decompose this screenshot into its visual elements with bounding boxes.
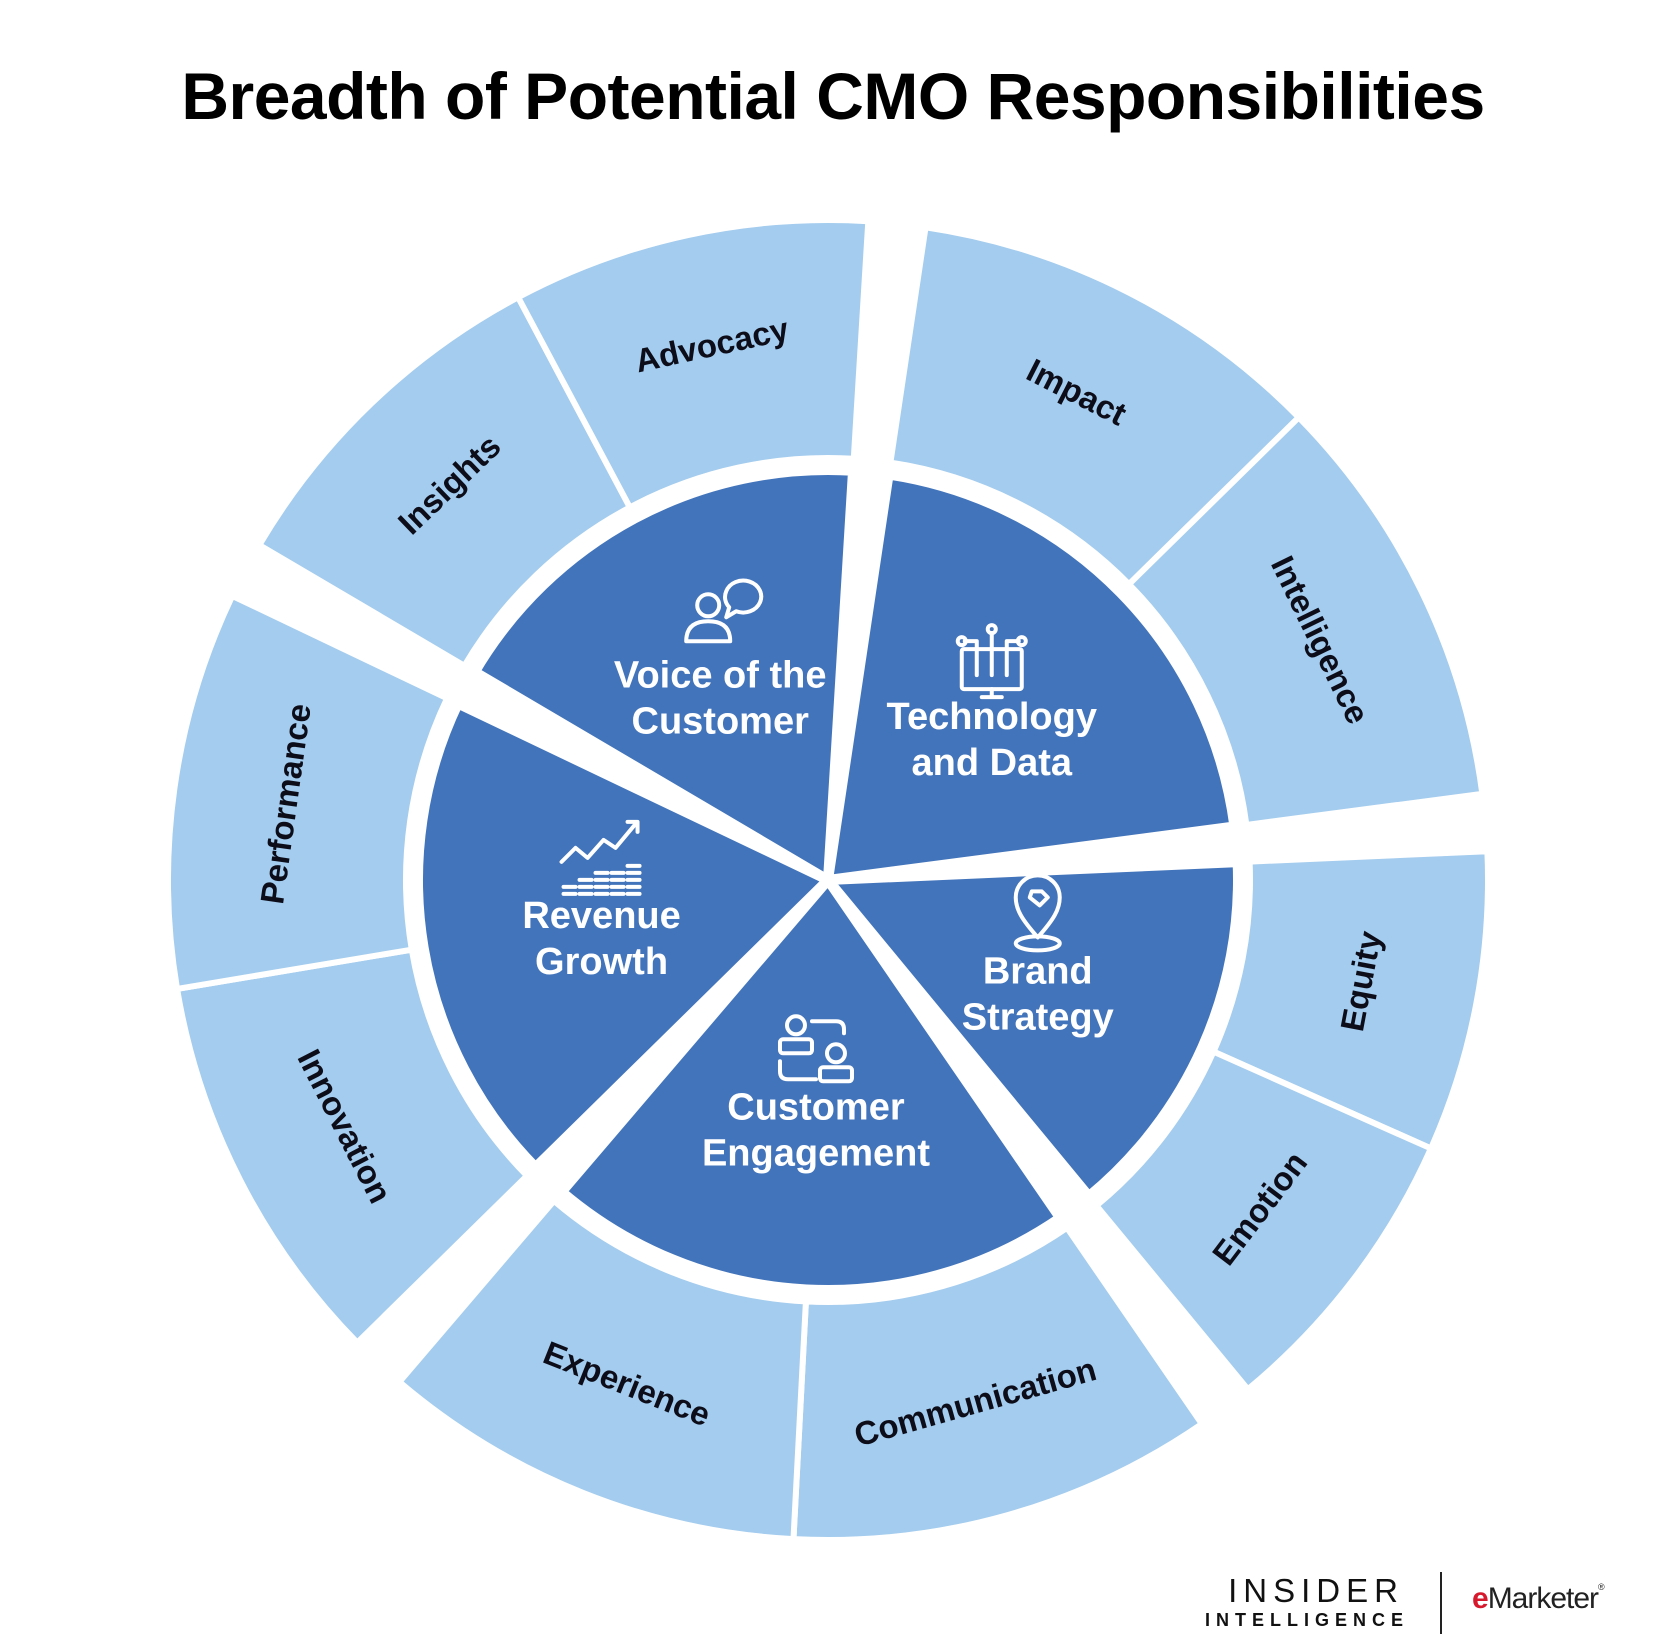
logo-divider	[1440, 1572, 1442, 1634]
outer-cell	[396, 1197, 809, 1543]
outer-cell	[165, 592, 451, 992]
computer-circuit-icon	[955, 623, 1028, 700]
inner-wedge-2	[817, 856, 1243, 1204]
inner-wedge-0	[467, 465, 859, 889]
outer-cell	[515, 217, 872, 511]
inner-wedge-4	[413, 696, 837, 1175]
outer-cell	[1093, 1048, 1434, 1393]
insider-intelligence-logo-top: INSIDER	[1228, 1572, 1404, 1609]
outer-ring: InsightsAdvocacyImpactIntelligenceEquity…	[165, 217, 1491, 1543]
growth-chart-icon	[559, 819, 642, 896]
page-title: Breadth of Potential CMO Responsibilitie…	[181, 59, 1485, 133]
insider-intelligence-logo-bottom: INTELLIGENCE	[1204, 1610, 1409, 1630]
emarketer-logo: eMarketer®	[1472, 1582, 1605, 1616]
inner-wedge-3	[554, 871, 1068, 1295]
emarketer-reg: ®	[1598, 1582, 1605, 1592]
inner-wedge-1	[822, 468, 1241, 886]
outer-cell	[1125, 414, 1486, 828]
location-tag-icon	[1013, 873, 1062, 953]
emarketer-text: Marketer	[1487, 1582, 1599, 1615]
people-chat-icon	[684, 578, 764, 644]
people-connect-icon	[777, 1014, 854, 1084]
emarketer-e: e	[1472, 1582, 1489, 1615]
